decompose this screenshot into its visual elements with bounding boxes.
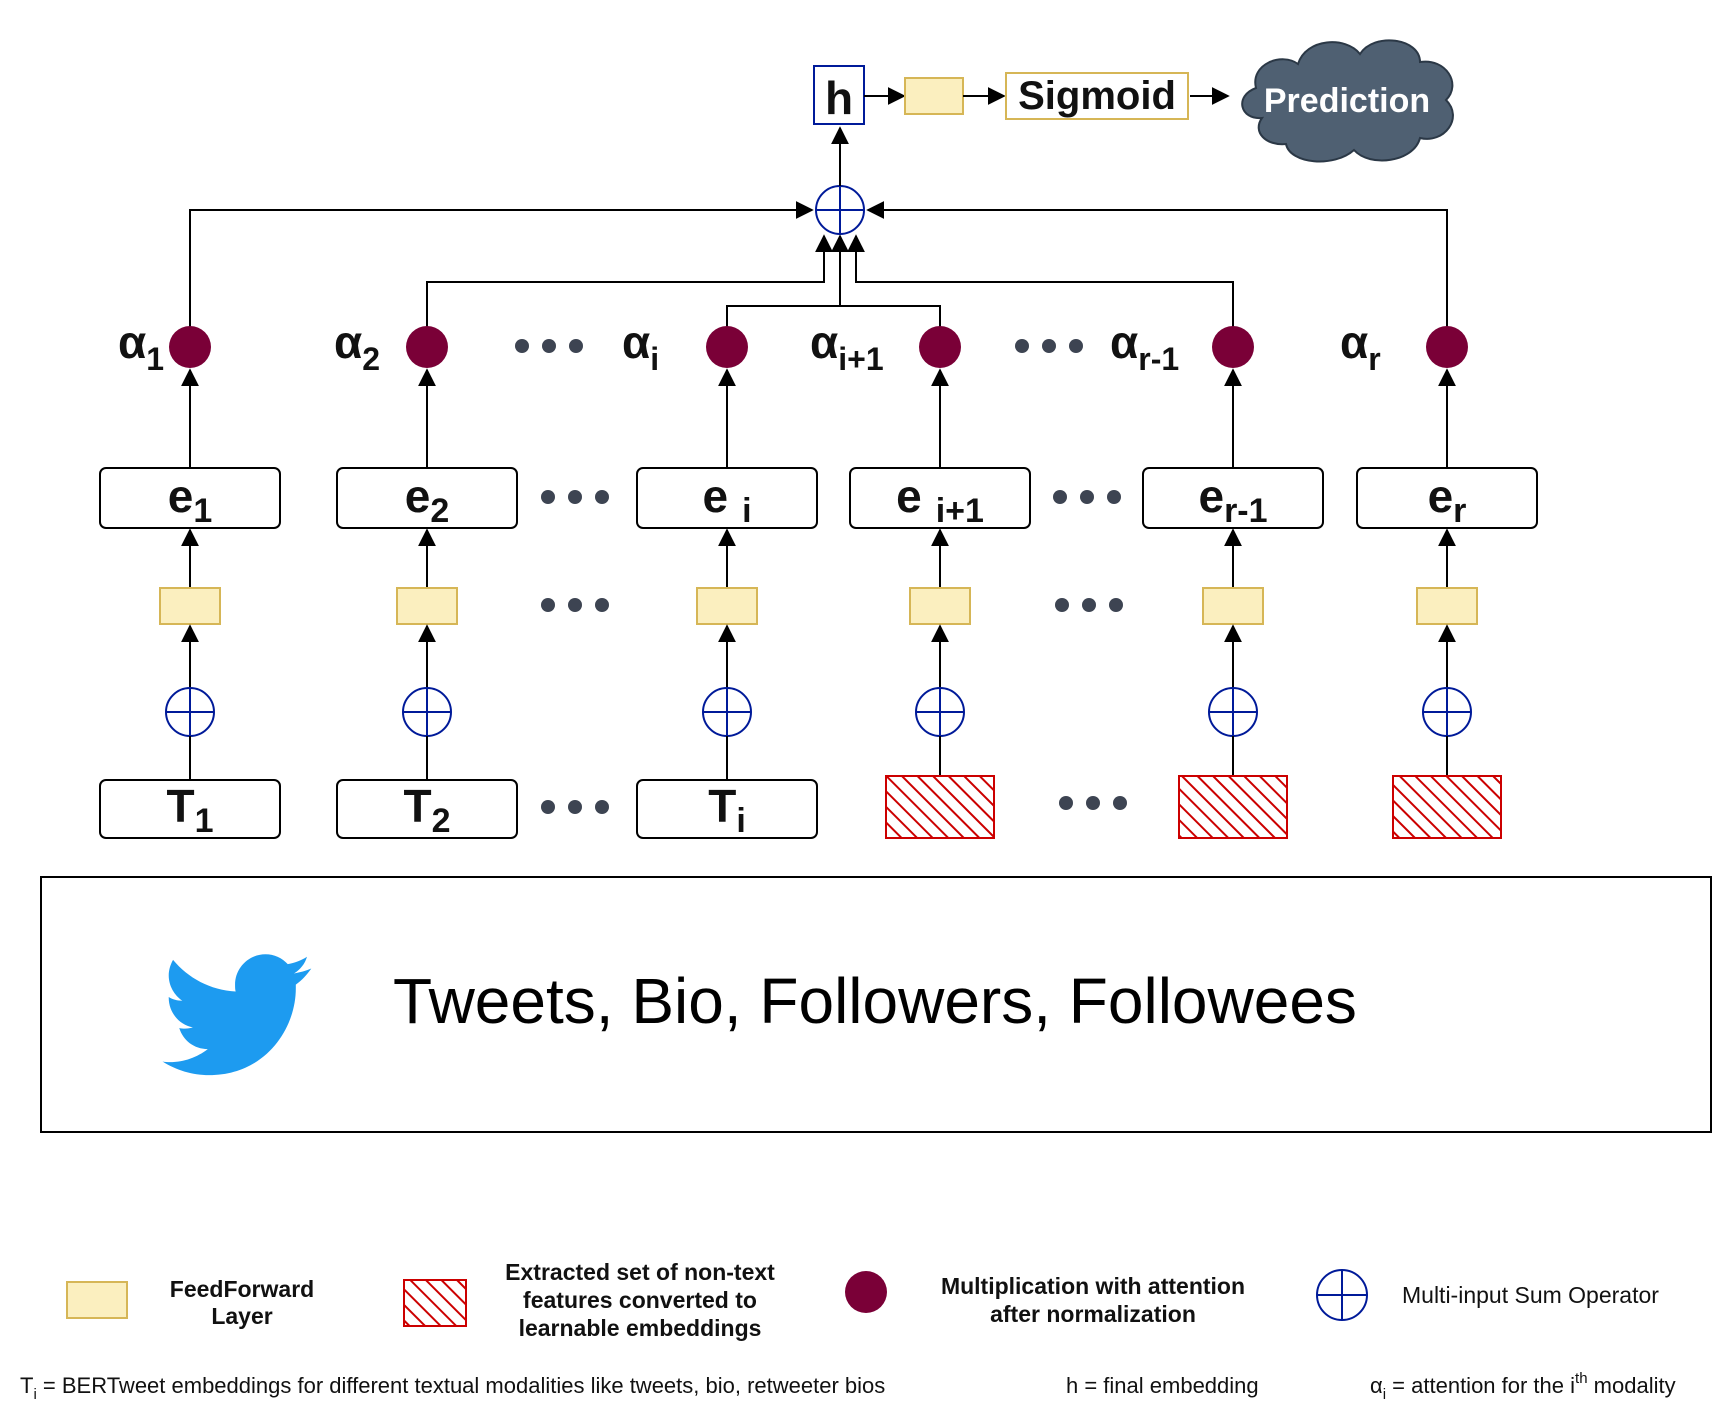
ellipsis-embed-right: [1053, 490, 1121, 504]
legend-multiply: Multiplication with attention after norm…: [845, 1271, 1245, 1327]
route-alpha-r-1: [847, 234, 1234, 332]
embedding-label: er: [1428, 470, 1467, 530]
route-alpha-2: [426, 234, 833, 332]
attention-dot: [919, 326, 961, 368]
text-input-box: [99, 779, 281, 839]
route-alpha-r: [866, 201, 1448, 332]
attention-dot: [406, 326, 448, 368]
prediction-label: Prediction: [1264, 82, 1430, 120]
legend-non-text-line2: features converted to: [523, 1287, 757, 1313]
sum-operator: [402, 687, 452, 737]
output-feedforward-layer: [904, 77, 964, 115]
alpha-label: αr: [1340, 316, 1381, 377]
sum-operator: [165, 687, 215, 737]
route-alpha-i: [726, 234, 849, 332]
non-text-feature-box: [1178, 775, 1288, 839]
legend-sum-line1: Multi-input Sum Operator: [1402, 1282, 1659, 1308]
ellipsis-alpha-right: [1015, 339, 1083, 353]
ellipsis-alpha-left: [515, 339, 583, 353]
sigmoid-box: [1005, 72, 1189, 120]
feedforward-layer: [159, 587, 221, 625]
ellipsis-input-left: [541, 800, 609, 814]
legend-non-text-line3: learnable embeddings: [519, 1315, 762, 1341]
legend-feedforward-line2: Layer: [211, 1303, 272, 1329]
embedding-box: [1356, 467, 1538, 529]
feedforward-layer: [1416, 587, 1478, 625]
text-input-label: Ti: [708, 780, 746, 840]
embedding-box: [636, 467, 818, 529]
column-r: αr er: [1340, 316, 1538, 839]
footnotes: Ti = BERTweet embeddings for different t…: [20, 1370, 1676, 1403]
legend-multiply-line2: after normalization: [990, 1301, 1196, 1327]
alpha-label: αr-1: [1110, 316, 1179, 377]
twitter-bird-icon: [162, 954, 312, 1076]
non-text-feature-box: [1392, 775, 1502, 839]
sigmoid-label: Sigmoid: [1018, 74, 1176, 118]
footnote-h-definition: h = final embedding: [1066, 1373, 1259, 1398]
alpha-label: αi+1: [810, 316, 884, 377]
embedding-label: e2: [405, 470, 450, 530]
embedding-box: [849, 467, 1031, 529]
feedforward-layer: [396, 587, 458, 625]
h-label: h: [825, 72, 853, 124]
prediction-cloud: Prediction: [1241, 39, 1454, 163]
ellipsis-input-right: [1059, 796, 1127, 810]
legend-feedforward: FeedForward Layer: [66, 1276, 314, 1329]
feedforward-layer: [1202, 587, 1264, 625]
legend-non-text: Extracted set of non-text features conve…: [403, 1259, 775, 1341]
column-1: α1 e1 T1: [99, 316, 281, 840]
text-input-box: [336, 779, 518, 839]
data-source-label: Tweets, Bio, Followers, Followees: [393, 965, 1357, 1037]
alpha-label: α1: [118, 316, 164, 377]
legend-sum: Multi-input Sum Operator: [1316, 1269, 1659, 1321]
legend-non-text-line1: Extracted set of non-text: [505, 1259, 775, 1285]
sum-operator: [1208, 687, 1258, 737]
output-head: h Sigmoid Prediction: [189, 39, 1454, 332]
text-input-label: T2: [403, 780, 450, 840]
data-source-panel: Tweets, Bio, Followers, Followees: [40, 876, 1712, 1133]
embedding-box: [336, 467, 518, 529]
sum-operator: [1422, 687, 1472, 737]
alpha-label: αi: [622, 316, 659, 377]
alpha-label: α2: [334, 316, 380, 377]
embedding-label: er-1: [1198, 470, 1267, 530]
legend-multiply-line1: Multiplication with attention: [941, 1273, 1245, 1299]
text-input-box: [636, 779, 818, 839]
column-2: α2 e2 T2: [334, 316, 518, 840]
embedding-label: e1: [168, 470, 213, 530]
attention-dot: [1212, 326, 1254, 368]
ellipsis-ff-right: [1055, 598, 1123, 612]
feedforward-layer: [909, 587, 971, 625]
sum-operator: [915, 687, 965, 737]
route-alpha-1: [189, 201, 814, 332]
ellipsis-embed-left: [541, 490, 609, 504]
h-box: [813, 65, 865, 125]
non-text-feature-box: [885, 775, 995, 839]
footnote-alpha-definition: αi = attention for the ith modality: [1370, 1370, 1676, 1403]
attention-dot: [1426, 326, 1468, 368]
footnote-t-definition: Ti = BERTweet embeddings for different t…: [20, 1373, 885, 1403]
attention-dot: [169, 326, 211, 368]
ellipsis-ff-left: [541, 598, 609, 612]
embedding-box: [99, 467, 281, 529]
sum-operator: [702, 687, 752, 737]
legend: FeedForward Layer Extracted set of non-t…: [66, 1259, 1659, 1341]
text-input-label: T1: [166, 780, 213, 840]
route-alpha-i-1: [840, 305, 941, 332]
feedforward-layer: [696, 587, 758, 625]
top-sum-operator: [815, 185, 865, 235]
column-r-minus-1: αr-1 er-1: [1110, 316, 1324, 839]
legend-feedforward-line1: FeedForward: [170, 1276, 314, 1302]
embedding-box: [1142, 467, 1324, 529]
attention-dot: [706, 326, 748, 368]
ellipsis-dots: [515, 339, 1127, 814]
